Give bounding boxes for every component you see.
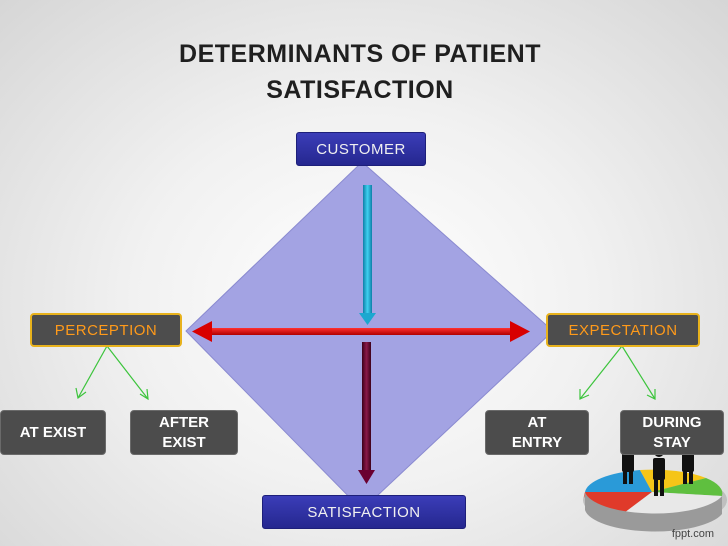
connector-perception xyxy=(75,345,149,401)
customer-label: CUSTOMER xyxy=(316,140,406,158)
perception-box: PERCEPTION xyxy=(30,313,182,347)
watermark: fppt.com xyxy=(671,528,714,540)
title-line-1: DETERMINANTS OF PATIENT xyxy=(179,40,541,68)
during-stay-line-2: STAY xyxy=(653,433,691,451)
arrow-customer-down xyxy=(359,185,376,325)
expectation-label: EXPECTATION xyxy=(568,321,678,339)
during-stay-box: DURING STAY xyxy=(620,410,724,455)
at-exist-box: AT EXIST xyxy=(0,410,106,455)
arrow-perception-expectation xyxy=(192,321,530,342)
satisfaction-label: SATISFACTION xyxy=(307,503,421,521)
during-stay-line-1: DURING xyxy=(642,413,702,431)
page-title: DETERMINANTS OF PATIENT SATISFACTION xyxy=(110,36,610,108)
perception-label: PERCEPTION xyxy=(54,321,158,339)
at-entry-line-2: ENTRY xyxy=(511,433,563,451)
at-entry-line-1: AT xyxy=(527,413,547,431)
after-exist-line-1: AFTER xyxy=(159,413,209,431)
after-exist-line-2: EXIST xyxy=(162,433,206,451)
expectation-box: EXPECTATION xyxy=(546,313,700,347)
title-line-2: SATISFACTION xyxy=(266,76,454,104)
at-exist-label: AT EXIST xyxy=(19,423,87,441)
after-exist-box: AFTER EXIST xyxy=(130,410,238,455)
connector-expectation xyxy=(579,345,656,400)
arrow-to-satisfaction xyxy=(358,342,375,484)
at-entry-box: AT ENTRY xyxy=(485,410,589,455)
satisfaction-box: SATISFACTION xyxy=(262,495,466,529)
customer-box: CUSTOMER xyxy=(296,132,426,166)
